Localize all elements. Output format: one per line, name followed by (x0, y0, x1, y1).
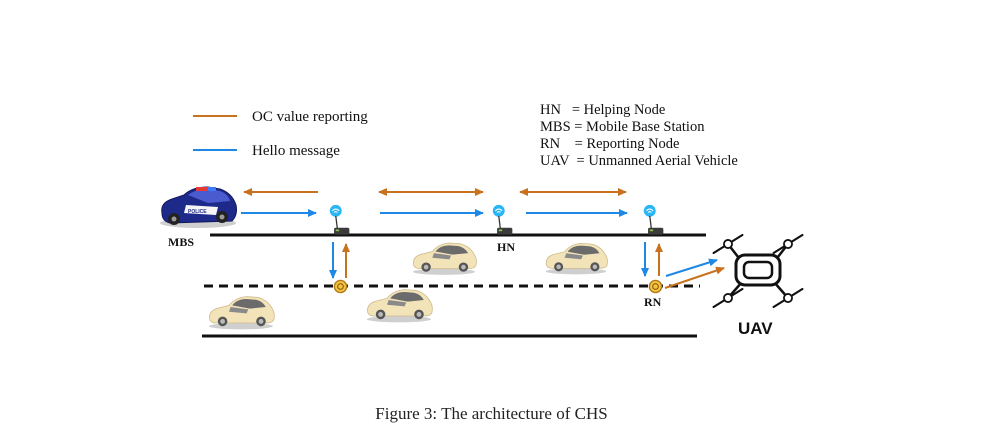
diagram-canvas: OC value reporting Hello message HN = He… (160, 102, 804, 338)
drone-icon (712, 233, 804, 309)
rn-label: RN (644, 295, 662, 309)
hello-arrow-to-uav (665, 258, 718, 277)
car-icon (545, 242, 608, 275)
car-icon (208, 296, 275, 330)
abbr-hn: HN = Helping Node (540, 102, 665, 118)
uav-label: UAV (738, 319, 773, 338)
mbs-label: MBS (168, 235, 194, 249)
police-text: POLICE (188, 209, 207, 215)
legend-oc-label: OC value reporting (252, 109, 368, 125)
car-icon (366, 289, 433, 323)
roadside-unit-icon (643, 204, 664, 236)
abbr-uav: UAV = Unmanned Aerial Vehicle (540, 153, 738, 169)
hn-label: HN (497, 240, 515, 254)
roadside-unit-icon (329, 204, 351, 236)
vehicle-node-icon (648, 279, 663, 294)
roadside-unit-icon (492, 204, 513, 236)
vehicle-node-icon (333, 279, 348, 294)
abbr-mbs: MBS = Mobile Base Station (540, 119, 705, 135)
abbreviation-list: HN = Helping Node MBS = Mobile Base Stat… (540, 102, 738, 169)
figure-caption: Figure 3: The architecture of CHS (375, 404, 608, 423)
car-icon (412, 242, 477, 276)
abbr-rn: RN = Reporting Node (540, 136, 679, 152)
oc-arrow-to-uav (664, 266, 725, 289)
police-car-icon: POLICE (160, 186, 237, 228)
legend-hello-label: Hello message (252, 143, 340, 159)
legend: OC value reporting Hello message (193, 109, 368, 159)
